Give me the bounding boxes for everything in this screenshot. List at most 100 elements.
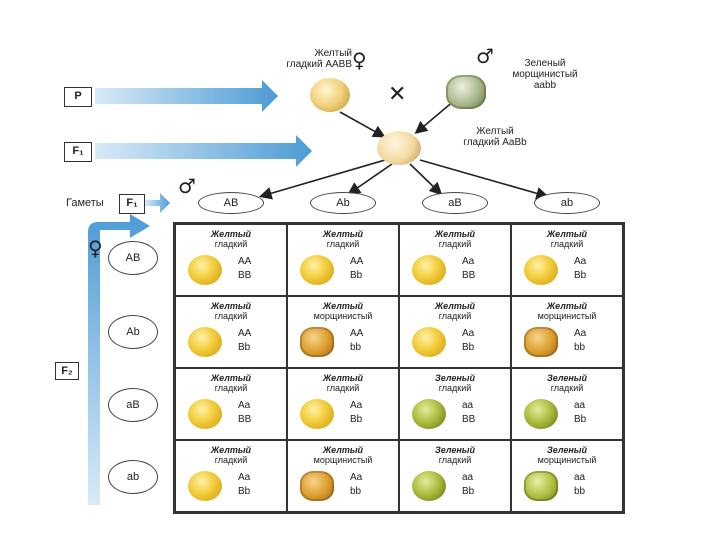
phenotype-shape: гладкий xyxy=(326,239,360,249)
male-gametes-symbol-icon: ♂ xyxy=(178,174,196,198)
phenotype-color: Желтый xyxy=(434,301,476,311)
pea-image xyxy=(524,327,558,357)
cross-icon: ✕ xyxy=(388,82,407,107)
pea-image xyxy=(412,471,446,501)
female-parent-label: Желтый гладкий ААВВ xyxy=(252,48,352,70)
genotype-label: AA BB xyxy=(238,255,251,283)
female-parent-color: Желтый xyxy=(314,48,352,59)
pea-image xyxy=(188,255,222,285)
f1-genotype: гладкий AaBb xyxy=(463,137,527,148)
phenotype-shape: гладкий xyxy=(214,239,248,249)
phenotype-shape: морщинистый xyxy=(313,455,373,465)
genotype-shape-alleles: Bb xyxy=(462,486,475,497)
phenotype-shape: гладкий xyxy=(214,311,248,321)
genotype-shape-alleles: BB xyxy=(238,270,252,281)
phenotype-color: Желтый xyxy=(210,229,252,239)
phenotype-shape: гладкий xyxy=(438,383,472,393)
genotype-color-alleles: aa xyxy=(462,472,474,483)
genotype-color-alleles: Aa xyxy=(462,256,475,267)
pea-image xyxy=(300,399,334,429)
p-generation-label: P xyxy=(64,87,92,107)
phenotype-color: Желтый xyxy=(322,301,364,311)
phenotype-shape: гладкий xyxy=(550,239,584,249)
gametes-arrow xyxy=(145,193,170,213)
genotype-shape-alleles: bb xyxy=(574,486,586,497)
female-parent-genotype: гладкий ААВВ xyxy=(286,59,352,70)
genotype-shape-alleles: Bb xyxy=(238,342,251,353)
phenotype-shape: гладкий xyxy=(214,455,248,465)
genotype-shape-alleles: Bb xyxy=(462,342,475,353)
male-gamete-aB: aB xyxy=(422,192,488,214)
phenotype-color: Желтый xyxy=(210,445,252,455)
female-gamete-Ab: Ab xyxy=(108,315,158,349)
male-parent-pea xyxy=(446,75,486,109)
phenotype-color: Желтый xyxy=(546,229,588,239)
male-parent-phenotype: морщинистый xyxy=(512,69,578,80)
f1-generation-arrow xyxy=(95,135,312,167)
phenotype-shape: морщинистый xyxy=(313,311,373,321)
genotype-color-alleles: Aa xyxy=(574,256,587,267)
pea-image xyxy=(412,399,446,429)
pea-image xyxy=(524,399,558,429)
phenotype-color: Желтый xyxy=(434,229,476,239)
phenotype-color: Желтый xyxy=(210,301,252,311)
phenotype-color: Желтый xyxy=(322,373,364,383)
female-gamete-AB: AB xyxy=(108,241,158,275)
male-gamete-Ab: Ab xyxy=(310,192,376,214)
genotype-color-alleles: Aa xyxy=(350,472,363,483)
genotype-color-alleles: AA xyxy=(238,256,252,267)
f2-generation-label: F₂ xyxy=(55,362,79,380)
genotype-shape-alleles: BB xyxy=(238,414,252,425)
genotype-color-alleles: aa xyxy=(574,400,586,411)
genotype-color-alleles: Aa xyxy=(238,400,251,411)
phenotype-shape: гладкий xyxy=(438,239,472,249)
phenotype-color: Желтый xyxy=(546,301,588,311)
pea-image xyxy=(412,327,446,357)
pea-image xyxy=(300,255,334,285)
female-gamete-aB: aB xyxy=(108,388,158,422)
f1-label: Желтый гладкий AaBb xyxy=(445,126,545,148)
genotype-shape-alleles: Bb xyxy=(350,270,363,281)
f2-bracket-arrow xyxy=(88,214,150,505)
phenotype-shape: гладкий xyxy=(214,383,248,393)
f1-color: Желтый xyxy=(476,126,514,137)
genotype-shape-alleles: Bb xyxy=(574,270,587,281)
female-gamete-ab: ab xyxy=(108,460,158,494)
pea-image xyxy=(188,399,222,429)
genotype-shape-alleles: BB xyxy=(462,270,476,281)
pea-image xyxy=(524,255,558,285)
genotype-shape-alleles: Bb xyxy=(574,414,587,425)
pea-image xyxy=(524,471,558,501)
phenotype-color: Желтый xyxy=(322,445,364,455)
female-gametes-symbol-icon: ♀ xyxy=(88,236,103,260)
phenotype-color: Желтый xyxy=(210,373,252,383)
genotype-color-alleles: AA xyxy=(350,256,364,267)
f1-generation-label: F₁ xyxy=(64,142,92,162)
pea-image xyxy=(188,327,222,357)
male-parent-genotype: aabb xyxy=(533,80,557,91)
